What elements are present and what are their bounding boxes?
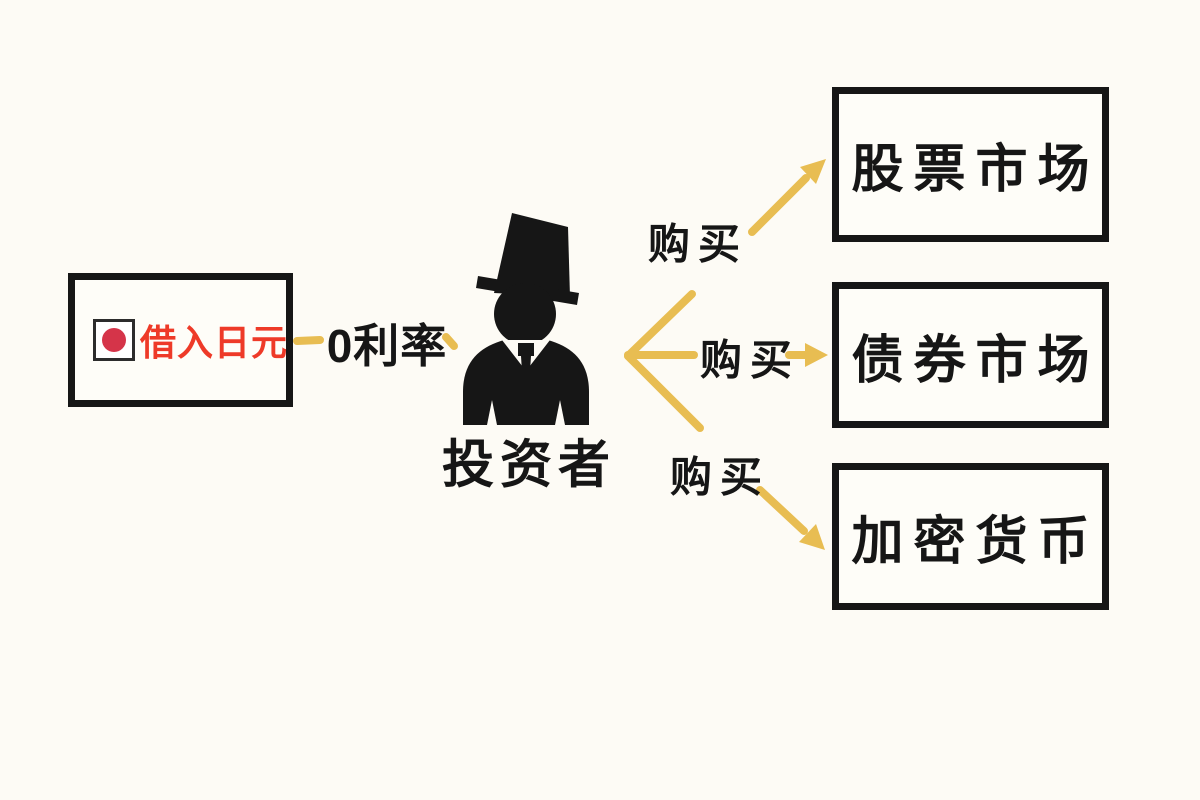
buy-label-bond: 购买	[699, 336, 801, 384]
investor-label: 投资者	[441, 436, 617, 495]
buy-label-stock: 购买	[647, 220, 749, 268]
arrow-stock-segment-inner	[624, 290, 696, 360]
rate-dash-left	[293, 336, 324, 345]
stock-market-label: 股票市场	[851, 141, 1100, 199]
arrow-crypto-head-icon	[799, 524, 825, 550]
top-hat-crown-icon	[494, 213, 570, 297]
tie-tail-icon	[521, 356, 531, 387]
arrow-crypto-segment-inner	[624, 352, 704, 432]
bond-market-box: 债券市场	[832, 282, 1109, 428]
tie-knot-icon	[518, 343, 534, 356]
sleeve-gap-left	[487, 400, 497, 425]
crypto-label: 加密货币	[851, 513, 1100, 571]
arrow-stock-segment-outer	[748, 174, 810, 236]
crypto-box: 加密货币	[832, 463, 1109, 610]
arrow-stock-head-icon	[800, 159, 826, 184]
investor-head-icon	[494, 283, 556, 345]
arrow-bond-head-icon	[805, 343, 828, 367]
borrow-yen-label: 借入日元	[140, 322, 289, 363]
borrow-yen-box: 借入日元	[68, 273, 293, 407]
stock-market-box: 股票市场	[832, 87, 1109, 242]
sleeve-gap-right	[555, 400, 565, 425]
arrow-crypto-segment-outer	[756, 486, 808, 535]
zero-rate-label: 0利率	[326, 320, 448, 372]
buy-label-crypto: 购买	[669, 453, 771, 501]
bond-market-label: 债券市场	[851, 331, 1100, 390]
investor-top-hat-icon	[463, 213, 589, 425]
japan-flag-dot-icon	[102, 328, 126, 352]
rate-dash-right	[442, 333, 458, 350]
japan-flag-icon	[93, 319, 135, 361]
